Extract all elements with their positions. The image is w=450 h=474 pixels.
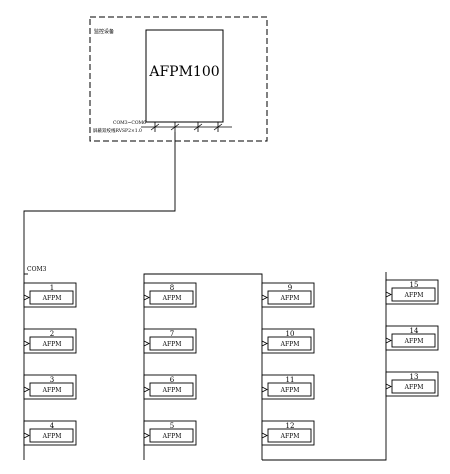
module-type-label: AFPM: [42, 387, 62, 394]
module-connector-icon: [23, 386, 30, 393]
module-inner-box: [149, 428, 194, 443]
module-type-label: AFPM: [162, 433, 182, 440]
module-connector-icon: [23, 432, 30, 439]
module-outer-box: [23, 282, 77, 308]
module-number: 3: [50, 376, 54, 384]
module-inner-box: [267, 382, 312, 397]
module-number: 7: [170, 330, 174, 338]
module-inner-box: [391, 333, 436, 348]
module-connector-icon: [261, 294, 268, 301]
module-connector-icon: [143, 432, 150, 439]
module-outer-box: [261, 328, 315, 354]
cable-label: 屏蔽双绞线RVSP2×1.0: [93, 127, 142, 134]
module-type-label: AFPM: [42, 433, 62, 440]
module-outer-box: [261, 374, 315, 400]
bus-label: COM3: [27, 266, 47, 273]
module-number: 4: [50, 422, 55, 430]
module-type-label: AFPM: [162, 295, 182, 302]
module-inner-box: [391, 379, 436, 394]
module-connector-icon: [143, 294, 150, 301]
module-connector-icon: [385, 291, 392, 298]
module-outer-box: [143, 328, 197, 354]
module-type-label: AFPM: [42, 341, 62, 348]
module-inner-box: [149, 382, 194, 397]
module-number: 14: [410, 327, 419, 335]
module-connector-icon: [385, 383, 392, 390]
module-outer-box: [385, 325, 439, 351]
module-outer-box: [143, 282, 197, 308]
module-type-label: AFPM: [162, 341, 182, 348]
module-connector-icon: [143, 386, 150, 393]
module-inner-box: [29, 290, 74, 305]
module-number: 13: [410, 373, 419, 381]
module-number: 5: [170, 422, 174, 430]
afpm100-device-label: AFPM100: [148, 64, 219, 80]
module-number: 15: [410, 281, 419, 289]
module-number: 6: [170, 376, 175, 384]
module-number: 1: [50, 284, 54, 292]
module-outer-box: [385, 371, 439, 397]
bus-wiring: [23, 132, 387, 461]
module-connector-icon: [385, 337, 392, 344]
module-type-label: AFPM: [404, 384, 424, 391]
module-inner-box: [29, 428, 74, 443]
module-type-label: AFPM: [404, 292, 424, 299]
port-terminals: [150, 122, 223, 132]
module-connector-icon: [261, 386, 268, 393]
module-inner-box: [29, 336, 74, 351]
module-type-label: AFPM: [42, 295, 62, 302]
module-inner-box: [267, 290, 312, 305]
module-number: 8: [170, 284, 174, 292]
module-outer-box: [23, 328, 77, 354]
module-type-label: AFPM: [404, 338, 424, 345]
monitoring-cabinet: 监控设备 AFPM100 COM3~COM6 屏蔽双绞线RVSP2×1.0: [89, 16, 268, 142]
module-number: 9: [288, 284, 292, 292]
module-type-label: AFPM: [280, 433, 300, 440]
module-inner-box: [149, 336, 194, 351]
module-group: 1AFPM2AFPM3AFPM4AFPM5AFPM6AFPM7AFPM8AFPM…: [23, 279, 439, 446]
module-number: 12: [286, 422, 295, 430]
module-inner-box: [267, 428, 312, 443]
module-connector-icon: [23, 294, 30, 301]
module-type-label: AFPM: [280, 341, 300, 348]
module-connector-icon: [261, 432, 268, 439]
module-outer-box: [23, 420, 77, 446]
module-inner-box: [149, 290, 194, 305]
port-label: COM3~COM6: [113, 120, 146, 126]
module-type-label: AFPM: [162, 387, 182, 394]
module-outer-box: [261, 282, 315, 308]
module-connector-icon: [23, 340, 30, 347]
cabinet-frame: [89, 16, 268, 142]
module-outer-box: [23, 374, 77, 400]
module-inner-box: [29, 382, 74, 397]
module-number: 11: [286, 376, 295, 384]
module-inner-box: [267, 336, 312, 351]
module-inner-box: [391, 287, 436, 302]
module-connector-icon: [261, 340, 268, 347]
module-type-label: AFPM: [280, 295, 300, 302]
module-outer-box: [143, 374, 197, 400]
module-number: 2: [50, 330, 54, 338]
module-type-label: AFPM: [280, 387, 300, 394]
module-connector-icon: [143, 340, 150, 347]
afpm100-device-box: [145, 29, 224, 123]
module-number: 10: [286, 330, 295, 338]
cabinet-title: 监控设备: [94, 28, 114, 35]
